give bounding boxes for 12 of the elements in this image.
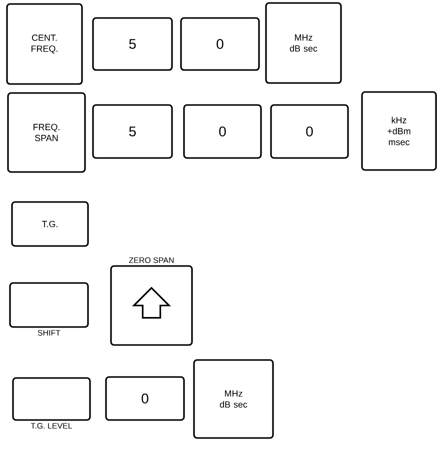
key-button: 5	[92, 104, 173, 159]
key-button: 0	[105, 376, 185, 421]
key-button: FREQ. SPAN	[7, 92, 86, 173]
key-button: 5	[92, 17, 173, 71]
key-button: MHz dB sec	[265, 2, 342, 84]
key-button: T.G.	[11, 201, 89, 247]
key-button: 0	[180, 17, 260, 71]
key-button: kHz +dBm msec	[361, 91, 437, 171]
key-button: 0	[270, 104, 349, 159]
key-button: CENT. FREQ.	[6, 3, 83, 85]
key-button: MHz dB sec	[193, 359, 274, 439]
key-button: 0	[183, 104, 262, 159]
